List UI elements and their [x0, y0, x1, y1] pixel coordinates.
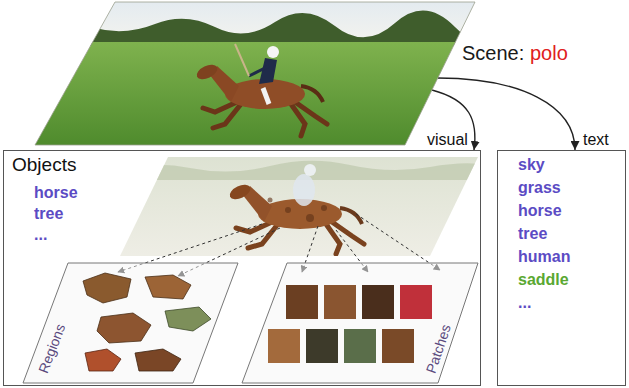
- text-word: sky: [518, 156, 545, 174]
- illustration-path: [213, 104, 241, 128]
- illustration-circle: [304, 164, 316, 176]
- text-word: tree: [518, 225, 547, 243]
- objects-panel: Objects horse tree... RegionsPatches: [3, 150, 481, 386]
- illustration-circle: [267, 46, 279, 58]
- illustration-rect: [35, 42, 515, 145]
- object-image: [110, 155, 490, 260]
- illustration-g: [194, 44, 327, 136]
- illustration-path: [235, 44, 249, 76]
- illustration-path: [203, 102, 237, 112]
- illustration-g: [35, 2, 515, 145]
- text-word: grass: [518, 179, 561, 197]
- text-panel: sky grass horse tree human saddle...: [497, 150, 626, 386]
- illustration-ellipse: [194, 62, 219, 82]
- illustration-polygon: [242, 263, 478, 383]
- scene-outline: [35, 2, 515, 145]
- illustration-polygon: [23, 263, 238, 383]
- scene-label: polo: [530, 42, 568, 65]
- scene-image: Scene:polo: [35, 2, 515, 145]
- object-word: horse: [34, 184, 78, 202]
- illustration-path: [340, 208, 362, 224]
- text-word: horse: [518, 202, 562, 220]
- text-word: human: [518, 248, 570, 266]
- patches-panel: Patches: [242, 263, 478, 383]
- illustration-circle: [285, 207, 291, 213]
- illustration-rect: [286, 285, 318, 319]
- illustration-circle: [268, 198, 273, 203]
- illustration-circle: [306, 214, 314, 222]
- panel-title: Objects: [12, 154, 76, 176]
- scene-caption: Scene:: [462, 42, 524, 65]
- illustration-path: [135, 349, 181, 371]
- illustration-polygon: [35, 2, 475, 145]
- object-word: tree: [34, 205, 63, 223]
- illustration-rect: [362, 285, 394, 319]
- object-word: ...: [34, 226, 47, 244]
- illustration-path: [249, 66, 269, 76]
- illustration-circle: [321, 205, 327, 211]
- illustration-path: [97, 313, 151, 343]
- illustration-rect: [382, 329, 414, 363]
- illustration-rect: [306, 329, 338, 363]
- edge-label: text: [583, 131, 609, 149]
- illustration-rect: [324, 285, 356, 319]
- illustration-path: [165, 307, 211, 331]
- regions-panel: Regions: [23, 263, 238, 383]
- illustration-ellipse: [293, 174, 315, 206]
- illustration-path: [145, 275, 191, 299]
- illustration-rect: [268, 329, 300, 363]
- illustration-path: [85, 349, 121, 371]
- illustration-path: [263, 88, 269, 104]
- illustration-ellipse: [227, 182, 252, 202]
- text-word: ...: [518, 294, 531, 312]
- illustration-rect: [344, 329, 376, 363]
- illustration-path: [83, 273, 131, 303]
- edge-label: visual: [427, 131, 468, 149]
- text-word: saddle: [518, 271, 569, 289]
- illustration-path: [291, 104, 305, 136]
- illustration-path: [326, 224, 340, 254]
- illustration-rect: [110, 155, 490, 260]
- illustration-rect: [400, 285, 432, 319]
- illustration-ellipse: [225, 79, 305, 109]
- illustration-path: [356, 214, 440, 270]
